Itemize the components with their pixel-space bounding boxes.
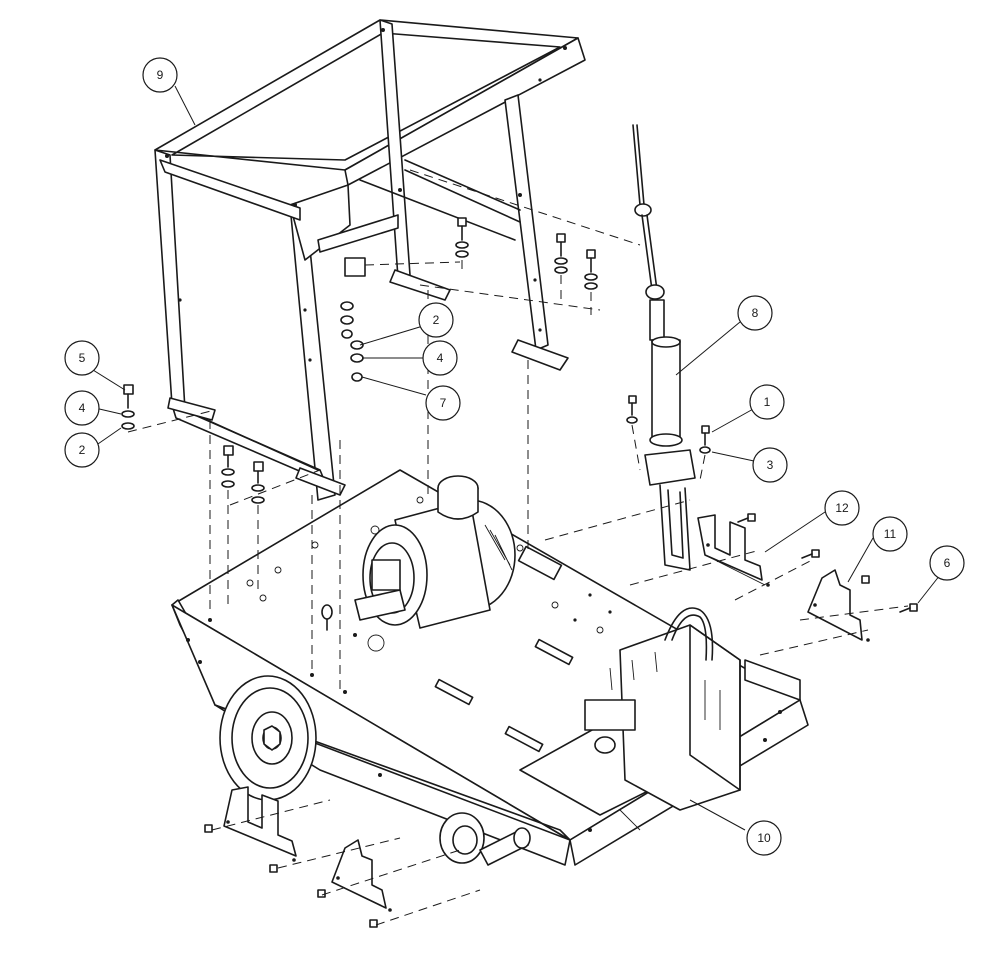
bracket-bottom-left [223, 786, 297, 862]
callout-8-label: 8 [752, 306, 759, 320]
callout-7-label: 7 [440, 396, 447, 410]
callout-10-label: 10 [757, 831, 771, 845]
wheel-left [219, 675, 317, 801]
callout-5: 5 [64, 340, 100, 376]
callout-7: 7 [425, 385, 461, 421]
callout-4-upper: 4 [422, 340, 458, 376]
callout-3-label: 3 [767, 458, 774, 472]
hydraulic-cylinder [632, 124, 696, 571]
callout-4-left-label: 4 [79, 401, 86, 415]
callout-11: 11 [872, 516, 908, 552]
wheel-right [439, 812, 531, 866]
callout-12-label: 12 [835, 501, 849, 515]
callout-10: 10 [746, 820, 782, 856]
callout-2-left: 2 [64, 432, 100, 468]
electric-motor [321, 475, 516, 631]
callout-1: 1 [749, 384, 785, 420]
callout-1-label: 1 [764, 395, 771, 409]
fasteners [121, 217, 918, 928]
callout-3: 3 [752, 447, 788, 483]
callout-6-label: 6 [944, 556, 951, 570]
gearbox-assembly [584, 607, 801, 811]
callout-11-label: 11 [884, 527, 897, 541]
callout-2-upper-label: 2 [433, 313, 440, 327]
callout-4-left: 4 [64, 390, 100, 426]
callout-9-label: 9 [157, 68, 164, 82]
bracket-11 [807, 569, 870, 642]
callout-9: 9 [142, 57, 178, 93]
callout-2-upper: 2 [418, 302, 454, 338]
callouts: 9 2 4 7 5 4 2 8 [64, 57, 965, 856]
bracket-bottom-right [331, 839, 392, 912]
callout-2-left-label: 2 [79, 443, 86, 457]
callout-5-label: 5 [79, 351, 86, 365]
bracket-12 [697, 514, 770, 587]
callout-8: 8 [737, 295, 773, 331]
callout-4-upper-label: 4 [437, 351, 444, 365]
callout-6: 6 [929, 545, 965, 581]
callout-12: 12 [824, 490, 860, 526]
upper-frame [154, 19, 586, 501]
